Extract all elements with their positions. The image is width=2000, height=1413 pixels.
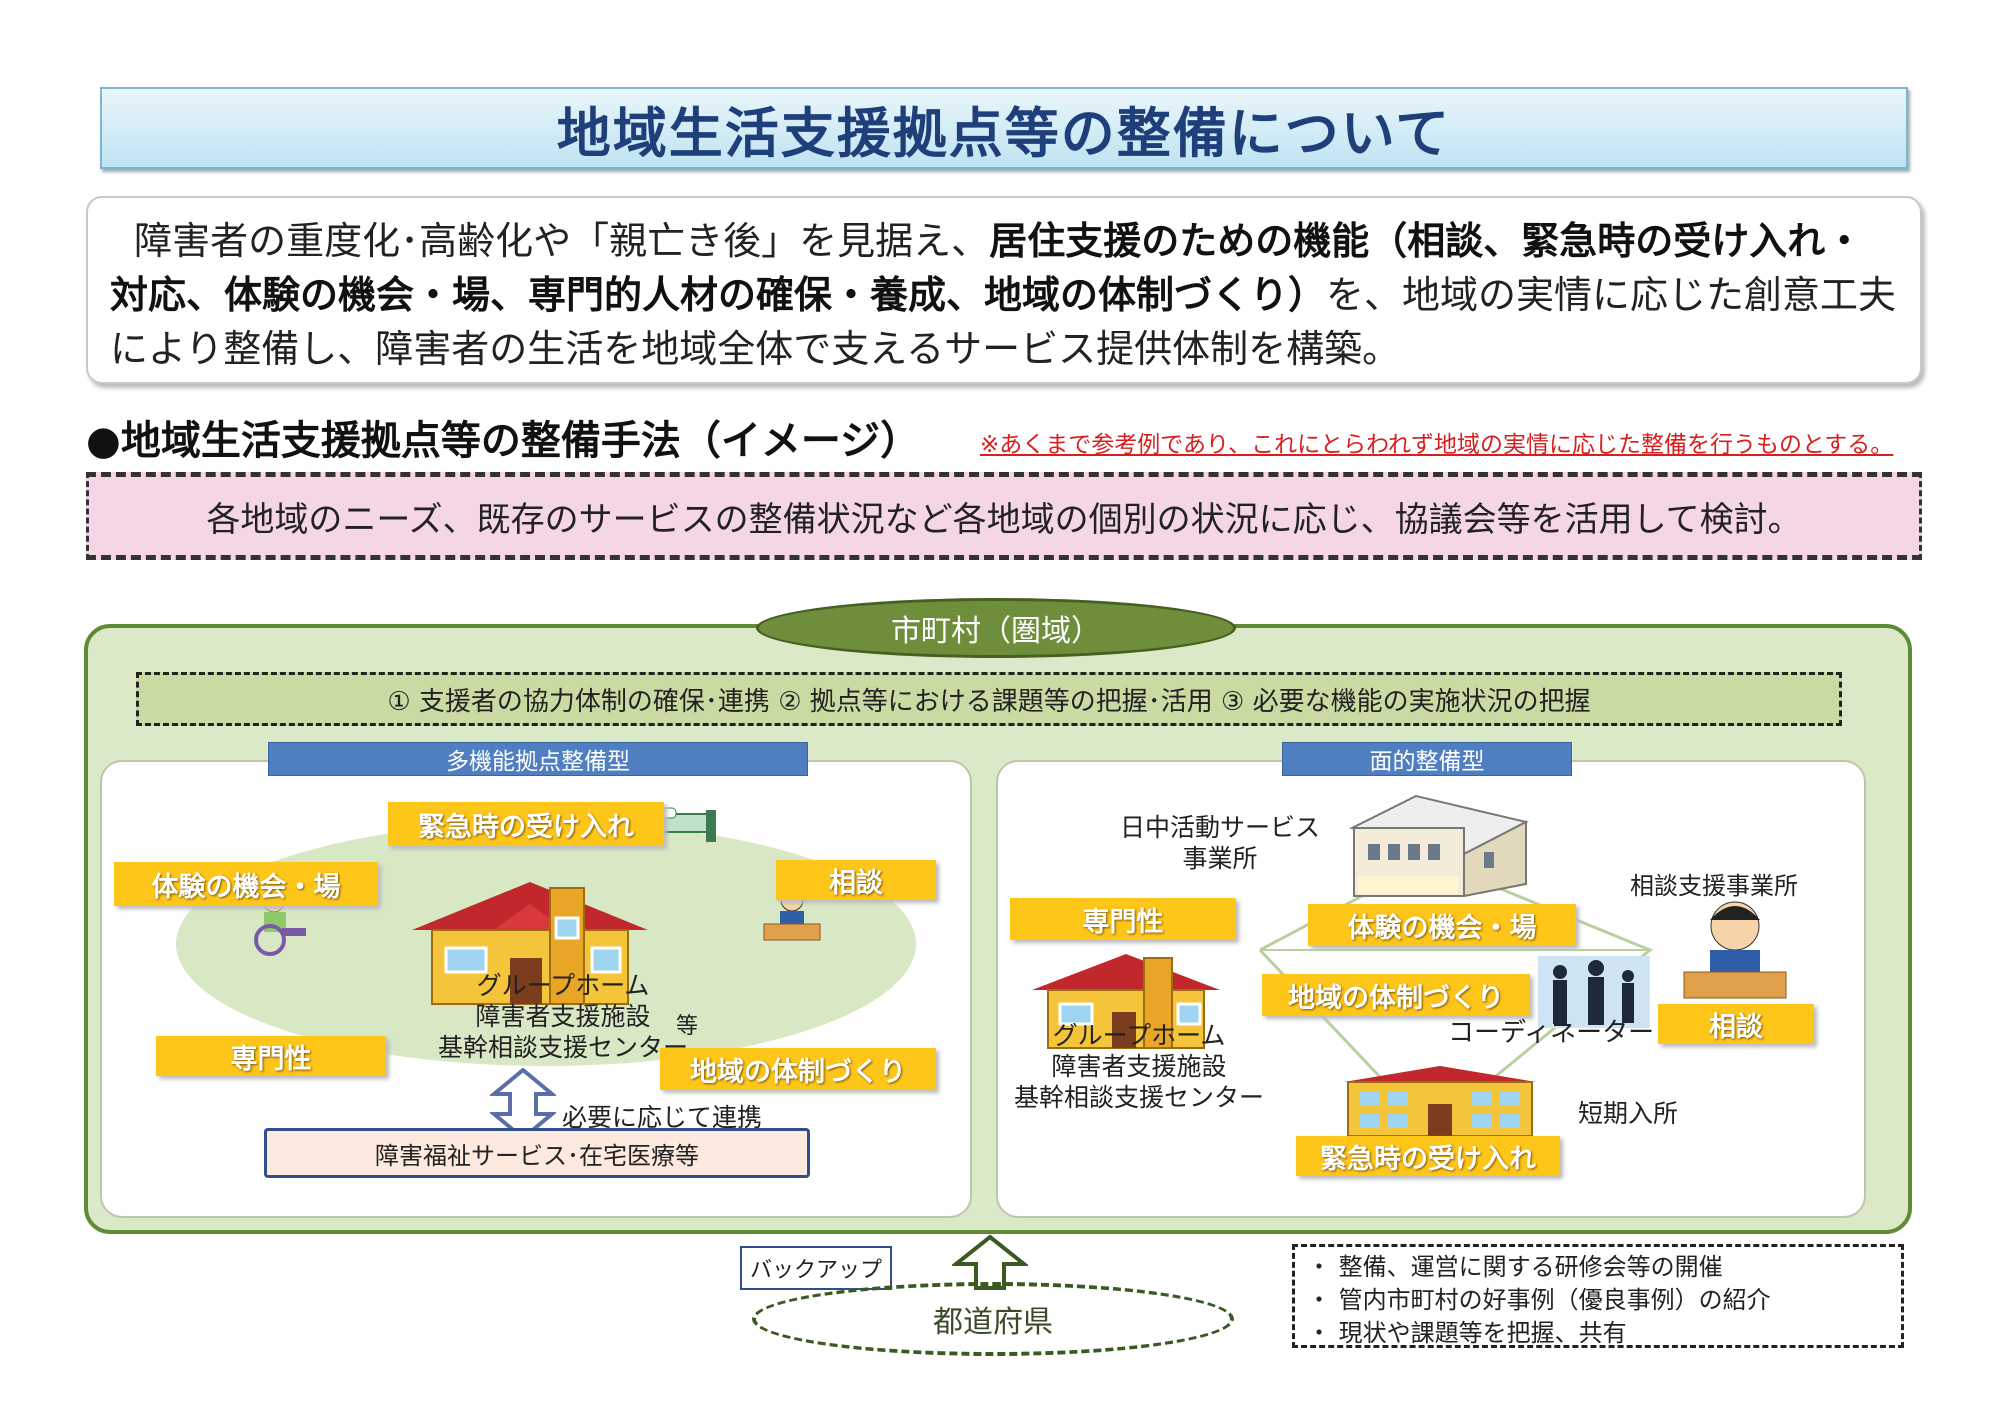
house-icon [1032,954,1220,1049]
right-region-label: 地域の体制づくり [1262,974,1530,1016]
left-expertise-label: 専門性 [156,1036,386,1076]
left-region-label: 地域の体制づくり [660,1048,936,1090]
right-experience-label: 体験の機会・場 [1308,904,1576,946]
right-day-service-line1: 日中活動サービス [1120,813,1321,842]
left-facility-center: 基幹相談支援センター [437,1033,688,1062]
right-facilities: グループホーム 障害者支援施設 基幹相談支援センター [1004,1020,1274,1113]
section-heading: ●地域生活支援拠点等の整備手法（イメージ） [86,418,921,464]
list-item: 現状や課題等を把握、共有 [1307,1317,1889,1350]
left-services-text: 障害福祉サービス･在宅医療等 [375,1141,699,1170]
section-note: ※あくまで参考例であり、これにとらわれず地域の実情に応じた整備を行うものとする。 [980,432,1894,458]
page-title: 地域生活支援拠点等の整備について [556,101,1452,165]
area-type-label: 面的整備型 [1282,742,1572,776]
house-icon [412,882,648,1005]
right-coordinator: コーディネーター [1448,1018,1655,1048]
prefecture-support-list: 整備、運営に関する研修会等の開催 管内市町村の好事例（優良事例）の紹介 現状や課… [1292,1244,1904,1348]
summary-bold: 居住支援のための機能（相談、緊急時の受け入れ・対応、体験の機会・場、専門的人材の… [110,219,1864,317]
list-item: 管内市町村の好事例（優良事例）の紹介 [1307,1284,1889,1317]
school-building-icon [1344,1066,1536,1137]
municipality-label: 市町村（圏域） [756,598,1236,658]
summary-box: 障害者の重度化･高齢化や「親亡き後」を見据え、居住支援のための機能（相談、緊急時… [86,196,1922,384]
list-item: 整備、運営に関する研修会等の開催 [1307,1251,1889,1284]
right-consult-office: 相談支援事業所 [1630,872,1798,900]
right-emergency-label: 緊急時の受け入れ [1296,1136,1560,1176]
right-facility-gh: グループホーム [1052,1021,1226,1050]
prefecture-label: 都道府県 [933,1305,1053,1340]
summary-rest: を、地域の実情に応じた創意工夫により整備し、障害者の生活を地域全体で支えるサービ… [110,273,1897,371]
municipality-functions: ① 支援者の協力体制の確保･連携 ② 拠点等における課題等の把握･活用 ③ 必要… [136,672,1842,726]
multifunction-type-label: 多機能拠点整備型 [268,742,808,776]
people-silhouette-icon [1538,956,1650,1028]
summary-plain: 障害者の重度化･高齢化や「親亡き後」を見据え、 [134,219,990,263]
right-facility-support: 障害者支援施設 [1051,1052,1227,1081]
consideration-band: 各地域のニーズ、既存のサービスの整備状況など各地域の個別の状況に応じ、協議会等を… [86,472,1922,560]
left-experience-label: 体験の機会・場 [114,862,378,906]
left-emergency-label: 緊急時の受け入れ [388,802,664,846]
desk-person-icon [1683,901,1787,999]
consideration-text: 各地域のニーズ、既存のサービスの整備状況など各地域の個別の状況に応じ、協議会等を… [206,499,1802,540]
prefecture-oval: 都道府県 [752,1282,1234,1356]
left-link-label: 必要に応じて連携 [562,1103,763,1132]
right-short-stay: 短期入所 [1578,1099,1679,1128]
left-facility-support: 障害者支援施設 [475,1002,651,1031]
left-consult-label: 相談 [776,860,936,900]
right-day-service: 日中活動サービス 事業所 [1120,812,1320,874]
page-title-box: 地域生活支援拠点等の整備について [100,87,1908,169]
right-facility-center: 基幹相談支援センター [1013,1083,1264,1112]
right-day-service-line2: 事業所 [1182,844,1258,873]
right-expertise-label: 専門性 [1010,898,1236,940]
left-etc: 等 [676,1014,699,1039]
office-building-icon [1349,794,1529,898]
left-services-box: 障害福祉サービス･在宅医療等 [264,1128,810,1178]
desk-person-icon [763,888,821,941]
left-facilities: グループホーム 障害者支援施設 基幹相談支援センター [398,970,728,1063]
right-consult-label: 相談 [1658,1004,1814,1044]
backup-label: バックアップ [740,1246,892,1290]
left-facility-gh: グループホーム [476,971,650,1000]
